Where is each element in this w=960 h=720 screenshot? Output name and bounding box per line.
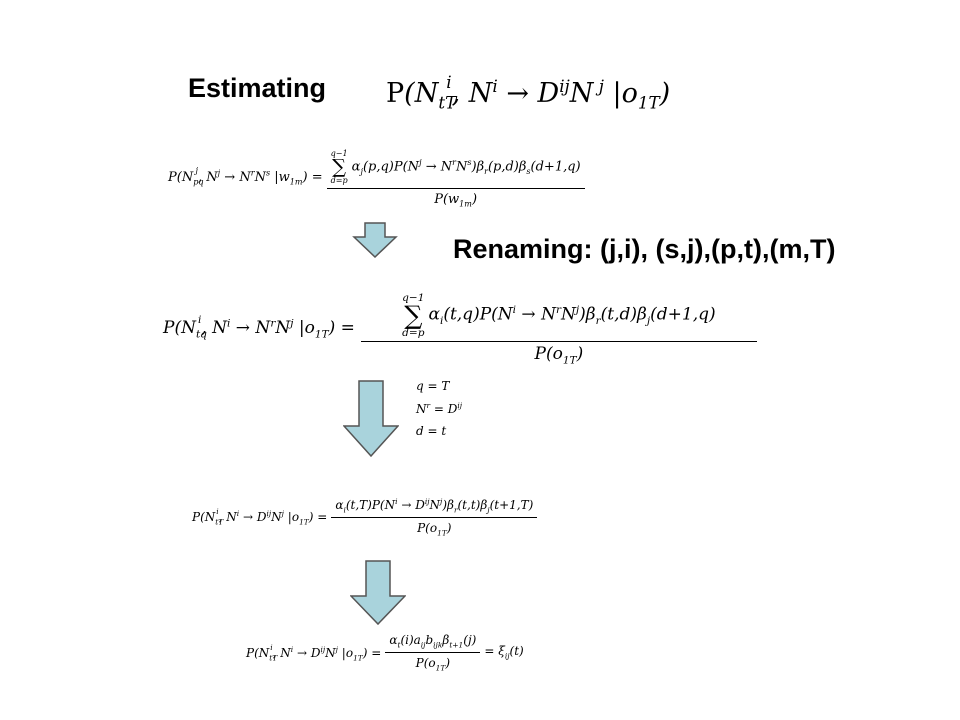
arrow-down-icon xyxy=(343,380,399,458)
arrow-down-icon xyxy=(350,560,406,626)
equation-4: P(NtTi, Ni → DijNj |o1T) = αt(i)aijbijkβ… xyxy=(246,634,524,672)
renaming-label: Renaming: (j,i), (s,j),(p,t),(m,T) xyxy=(453,234,836,264)
eq3-fraction: αi(t,T)P(Ni → DijNj)βr(t,t)βj(t+1,T) P(o… xyxy=(331,498,538,537)
eq3-lhs: P(NtTi, Ni → DijNj |o1T) = xyxy=(192,507,328,527)
equation-1: P(Npqj, Nj → NrNs |w1m) = q−1∑d=p αj(p,q… xyxy=(168,146,585,208)
substitution-conditions: q = T Nr = Dij d = t xyxy=(416,380,462,437)
equation-3: P(NtTi, Ni → DijNj |o1T) = αi(t,T)P(Ni →… xyxy=(192,498,538,537)
condition-nr: Nr = Dij xyxy=(416,401,463,416)
eq2-sum-symbol: q−1∑d=p xyxy=(402,292,425,339)
condition-d: d = t xyxy=(416,424,447,438)
eq1-lhs: P(Npqj, Nj → NrNs |w1m) = xyxy=(168,166,323,187)
eq2-lhs: P(Ntqi, Ni → NrNj |o1T) = xyxy=(163,313,355,341)
title-expression: P(NtTi, Ni → DijN j |o1T) xyxy=(386,72,671,113)
eq4-rhs: = ξij(t) xyxy=(484,644,524,661)
condition-q: q = T xyxy=(416,379,450,393)
eq1-sum-symbol: q−1∑d=p xyxy=(330,149,348,185)
eq1-fraction: q−1∑d=p αj(p,q)P(Nj → NrNs)βr(p,d)βs(d+1… xyxy=(326,146,585,208)
arrow-down-icon xyxy=(352,222,398,258)
eq2-fraction: q−1∑d=p αi(t,q)P(Ni → NrNj)βr(t,d)βj(d+1… xyxy=(360,288,757,366)
equation-2: P(Ntqi, Ni → NrNj |o1T) = q−1∑d=p αi(t,q… xyxy=(163,288,757,366)
eq4-fraction: αt(i)aijbijkβt+1(j) P(o1T) xyxy=(385,634,481,672)
title-estimating: Estimating xyxy=(188,73,327,103)
eq4-lhs: P(NtTi, Ni → DijNj |o1T) = xyxy=(246,642,382,663)
